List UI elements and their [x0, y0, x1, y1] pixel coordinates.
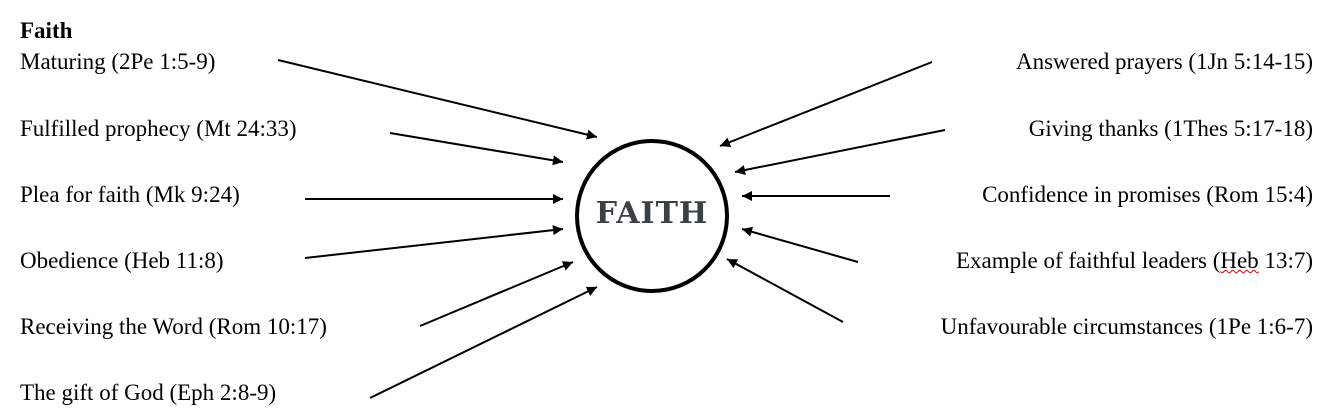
arrow-left-6 [369, 286, 598, 399]
arrow-left-1 [277, 59, 598, 140]
arrow-right-2 [734, 129, 946, 175]
left-item: Maturing (2Pe 1:5-9) [20, 49, 216, 74]
arrow-left-4 [304, 225, 564, 259]
left-item: Receiving the Word (Rom 10:17) [20, 314, 327, 339]
right-item: Giving thanks (1Thes 5:17-18) [1028, 116, 1313, 141]
arrow-right-4 [741, 226, 859, 263]
arrow-right-5 [726, 258, 844, 323]
arrow-left-5 [419, 261, 574, 327]
arrow-right-1 [719, 61, 933, 147]
left-item: Obedience (Heb 11:8) [20, 248, 224, 273]
right-item: Unfavourable circumstances (1Pe 1:6-7) [940, 314, 1313, 339]
arrow-left-2 [389, 132, 564, 166]
diagram-title: Faith [20, 18, 73, 43]
right-item: Answered prayers (1Jn 5:14-15) [1015, 49, 1313, 74]
left-item: Fulfilled prophecy (Mt 24:33) [20, 116, 297, 141]
spellcheck-underlined-word: Heb [1220, 248, 1259, 273]
right-item-text: 13:7) [1258, 248, 1313, 273]
right-item: Confidence in promises (Rom 15:4) [982, 182, 1313, 207]
faith-circle [575, 139, 729, 293]
left-item: The gift of God (Eph 2:8-9) [20, 380, 277, 405]
left-item: Plea for faith (Mk 9:24) [20, 182, 240, 207]
right-item-text: Example of faithful leaders ( [955, 248, 1221, 273]
right-item: Example of faithful leaders (Heb 13:7) [956, 249, 1313, 272]
center-label: FAITH [595, 196, 709, 231]
